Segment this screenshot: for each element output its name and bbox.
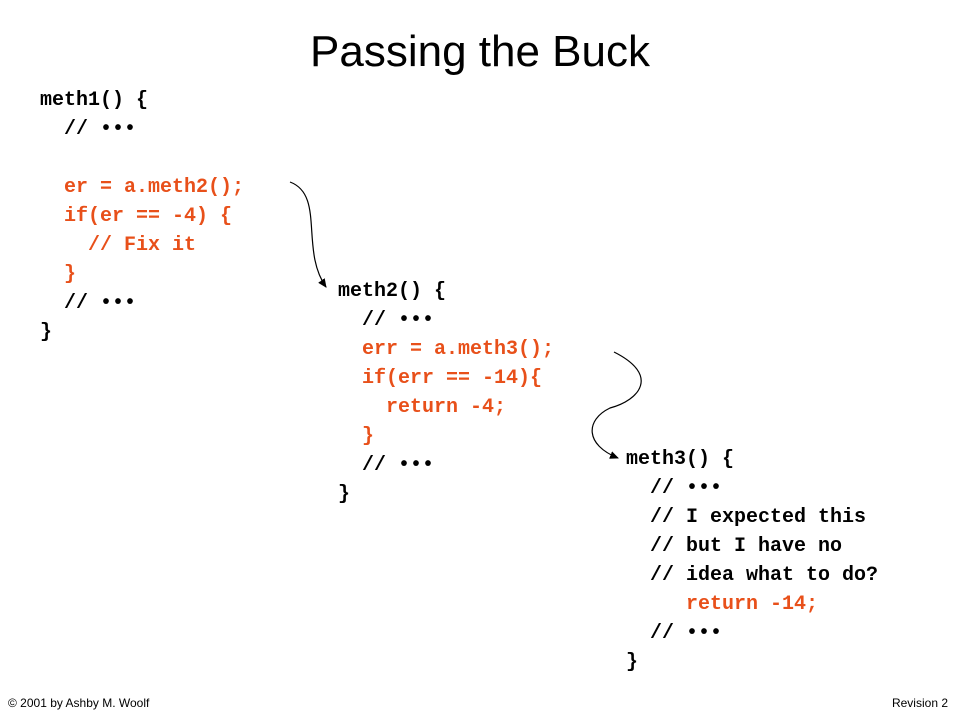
code-line: return -4;	[338, 396, 507, 419]
copyright-notice: © 2001 by Ashby M. Woolf	[8, 696, 150, 710]
code-line: }	[40, 321, 53, 344]
code-line: // idea what to do?	[626, 564, 879, 587]
code-line: // Fix it	[40, 234, 197, 257]
code-line: }	[338, 425, 375, 448]
code-line: meth2() {	[338, 280, 447, 303]
code-line: err = a.meth3();	[338, 338, 555, 361]
code-line: // •••	[40, 118, 137, 141]
call-arrow-meth1-to-meth2	[289, 181, 327, 288]
code-line: // •••	[338, 309, 435, 332]
code-line: er = a.meth2();	[40, 176, 245, 199]
code-line: }	[338, 483, 351, 506]
code-line: meth1() {	[40, 89, 149, 112]
code-line: // but I have no	[626, 535, 843, 558]
code-line: // •••	[626, 477, 723, 500]
code-line: // •••	[40, 292, 137, 315]
code-line: if(err == -14){	[338, 367, 543, 390]
code-line: return -14;	[626, 593, 819, 616]
code-block-meth1: meth1() { // ••• er = a.meth2(); if(er =…	[40, 86, 244, 347]
code-line: }	[40, 263, 77, 286]
code-line: // I expected this	[626, 506, 867, 529]
code-line: if(er == -4) {	[40, 205, 233, 228]
code-line: // •••	[626, 622, 723, 645]
code-block-meth2: meth2() { // ••• err = a.meth3(); if(err…	[338, 277, 554, 509]
code-line: // •••	[338, 454, 435, 477]
call-arrow-meth2-to-meth3	[591, 351, 642, 459]
code-line: }	[626, 651, 639, 674]
code-block-meth3: meth3() { // ••• // I expected this // b…	[626, 445, 878, 677]
slide-title: Passing the Buck	[310, 27, 650, 76]
code-line: meth3() {	[626, 448, 735, 471]
revision-label: Revision 2	[891, 696, 948, 710]
